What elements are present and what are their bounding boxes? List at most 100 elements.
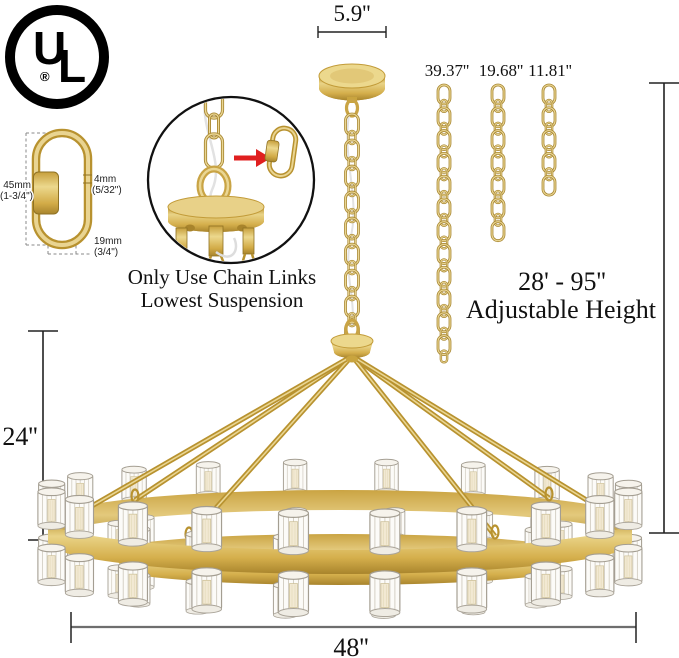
rod-highlight [77, 355, 353, 515]
crystal-shade-down [117, 561, 149, 607]
chain-link [493, 144, 503, 159]
gate-marks [83, 174, 92, 184]
crystal-shade-up [37, 487, 66, 530]
rod-connector-link [544, 486, 554, 502]
length-metric-label: 45mm [3, 180, 31, 191]
screw-sleeve [33, 171, 59, 215]
chain-link-highlight [494, 190, 502, 204]
chain-link-highlight [440, 145, 448, 158]
crystal-shade-down [37, 543, 66, 587]
chain-link-highlight [491, 152, 505, 173]
opening-metric-label: 19mm [94, 236, 122, 247]
chain-link-highlight [491, 198, 505, 219]
chain-link-highlight [437, 266, 451, 287]
arrow-right-icon [234, 149, 271, 167]
chain-link-highlight [491, 84, 505, 105]
chain-link-highlight [542, 129, 556, 151]
rod-highlight [134, 355, 353, 501]
chain-link [439, 235, 449, 250]
crystal-shade-up [374, 458, 399, 496]
crystal-shade-up [369, 508, 401, 556]
chain-link [439, 98, 449, 113]
rod-highlight [351, 355, 607, 513]
chain-link [493, 98, 503, 113]
canopy-hook [344, 98, 360, 118]
chain-link-highlight [440, 304, 448, 318]
chain-link-highlight [437, 84, 451, 105]
chain-link [439, 303, 449, 318]
adjustable-height-dimension [649, 82, 679, 534]
chain-link-highlight [437, 152, 451, 173]
crystal-shade-up [117, 501, 149, 547]
rod-connector-link [490, 524, 500, 540]
chain-link-highlight [437, 175, 451, 196]
chain-link [439, 121, 449, 136]
crystal-shade-down [277, 570, 310, 618]
chain-length-label-2: 19.68'' [479, 61, 523, 80]
chain-link-highlight [491, 175, 505, 196]
chain-link-highlight [437, 334, 451, 356]
chain-link-highlight [491, 107, 505, 128]
chain-link-highlight [437, 198, 451, 219]
crystal-shade-up [282, 458, 308, 496]
fixture-width-label: 48'' [333, 633, 368, 658]
chain-link-highlight [545, 167, 553, 181]
ul-letter-l: L [58, 40, 86, 92]
length-imperial-label: (1-3/4") [0, 191, 33, 202]
crystal-shade-up [64, 494, 95, 540]
reference-chain-19in [490, 83, 506, 243]
chain-link-highlight [542, 175, 556, 196]
chain-link-highlight [440, 122, 448, 136]
inset-quick-link [264, 125, 299, 179]
crystal-shade-down [530, 561, 562, 607]
chain-link [439, 167, 449, 182]
inset-content [149, 98, 313, 262]
chain-link [439, 258, 449, 273]
ceiling-canopy [318, 63, 386, 118]
chain-link-highlight [440, 350, 448, 363]
crystal-shade-up [614, 487, 643, 531]
chain-link [439, 349, 449, 364]
chain-link [347, 207, 357, 224]
chain-link-highlight [348, 286, 356, 301]
chain-link-highlight [494, 122, 502, 136]
chain-link-highlight [437, 289, 451, 310]
crystal-shade-up [195, 461, 221, 499]
opening-imperial-label: (3/4") [94, 247, 118, 258]
canopy-dimension [317, 26, 387, 38]
crystal-shade-up [277, 508, 310, 556]
chain-link-highlight [491, 221, 505, 242]
chain-link-highlight [344, 269, 360, 292]
rod-highlight [351, 355, 496, 537]
chain-link-highlight [344, 243, 360, 266]
chain-link-highlight [344, 217, 360, 240]
crystal-shade-down [369, 570, 401, 618]
chain-link-highlight [440, 190, 448, 204]
chain-link [493, 167, 503, 182]
chain-link-highlight [494, 167, 502, 181]
chain-link [439, 189, 449, 205]
chain-link-highlight [545, 99, 553, 113]
crystal-shade-up [191, 505, 223, 553]
chain-link [493, 212, 503, 227]
chain-link [347, 259, 357, 276]
chain-link [347, 155, 357, 172]
crystal-shade-down [456, 567, 488, 614]
chain-link-highlight [348, 260, 356, 275]
chain-link [544, 144, 554, 159]
chain-link [493, 121, 503, 136]
chain-length-label-1: 39.37'' [425, 61, 469, 80]
fixture-width-dimension [70, 612, 637, 643]
ul-logo: U L ® [5, 5, 109, 109]
chain-link-highlight [440, 327, 448, 341]
inset-canopy-top [167, 195, 265, 219]
crystal-shade-up [585, 495, 615, 540]
chain-link-highlight [440, 167, 448, 181]
chain-link [544, 98, 554, 113]
ul-circle [5, 5, 109, 109]
crystal-shade-down [191, 567, 223, 614]
chain-link-highlight [440, 281, 448, 295]
chain-link-highlight [440, 236, 448, 249]
reference-chain-11in [541, 83, 557, 197]
